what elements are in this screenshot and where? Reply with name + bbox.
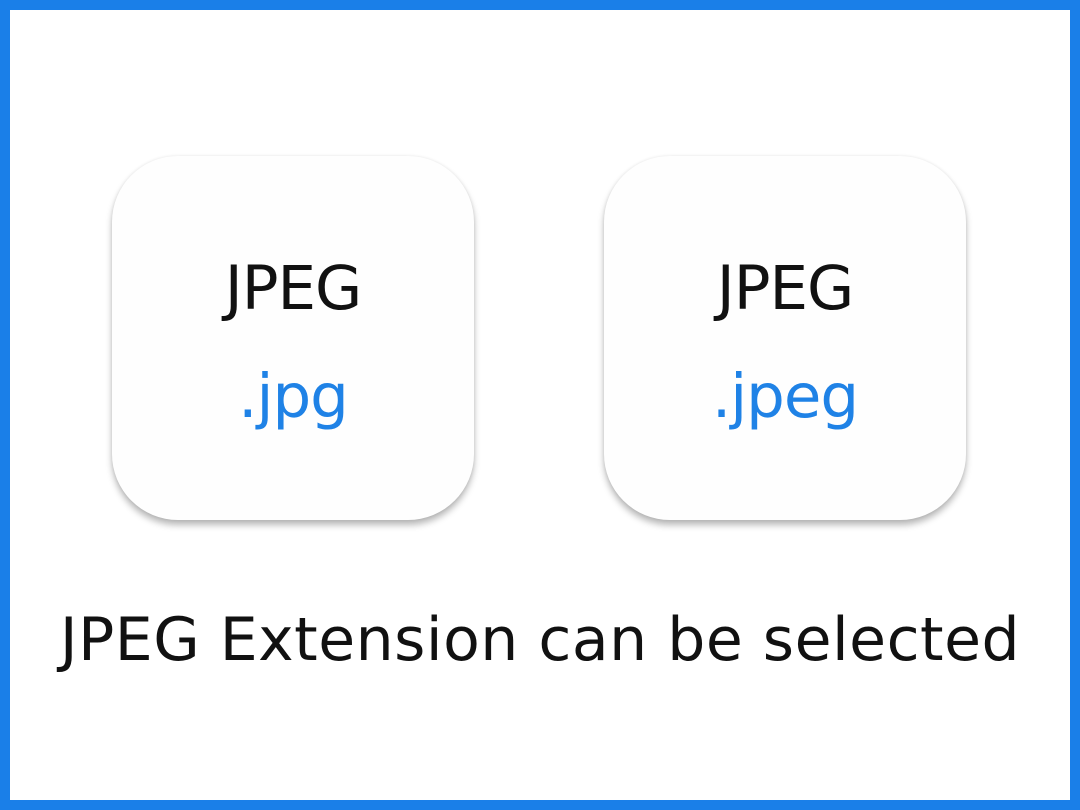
format-extension: .jpg: [238, 361, 349, 432]
jpeg-format-card[interactable]: JPEG .jpeg: [604, 156, 966, 520]
format-title: JPEG: [224, 253, 363, 324]
jpg-format-card[interactable]: JPEG .jpg: [112, 156, 474, 520]
format-extension: .jpeg: [711, 361, 859, 432]
format-title: JPEG: [716, 253, 855, 324]
caption-text: JPEG Extension can be selected: [59, 605, 1021, 675]
